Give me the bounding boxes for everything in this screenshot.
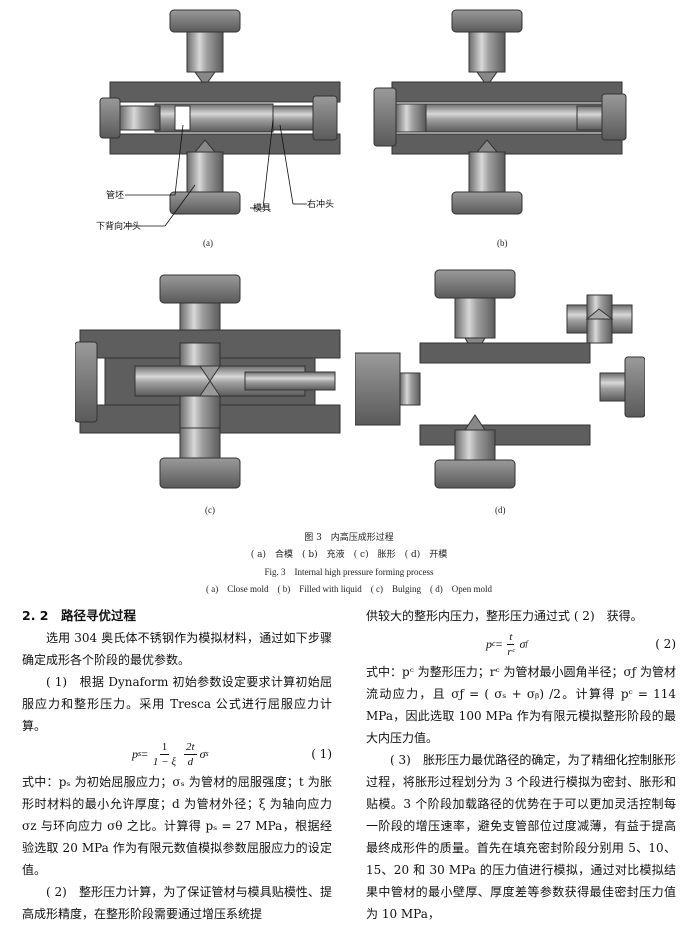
- caption-en-title: Fig. 3 Internal high pressure forming pr…: [264, 567, 434, 577]
- eq1-lhs: p: [132, 747, 138, 761]
- eq2-frac-den: rᶜ: [507, 645, 515, 658]
- right-paragraph-2: 式中：pᶜ 为整形压力；rᶜ 为管材最小圆角半径；σƒ 为管材流动应力，且 σƒ…: [366, 665, 676, 745]
- eq2-number: ( 2): [655, 637, 676, 651]
- caption-en-sub: ( a) Close mold ( b) Filled with liquid …: [206, 584, 492, 594]
- figure-c: [75, 274, 341, 489]
- eq1-equals: =: [141, 747, 148, 761]
- left-column: 2. 2 路径寻优过程 选用 304 奥氏体不锈钢作为模拟材料，通过如下步骤确定…: [22, 605, 332, 925]
- callout-right-punch: 右冲头: [307, 200, 335, 210]
- eq1-frac2-den: d: [187, 755, 194, 768]
- caption-cn-sub: ( a) 合模 ( b) 充液 ( c) 胀形 ( d) 开模: [250, 550, 448, 560]
- caption-cn-title: 图 3 内高压成形过程: [304, 533, 394, 543]
- eq1-number: ( 1): [311, 747, 332, 761]
- eq2-lhs: p: [486, 637, 492, 651]
- eq1-rhs: σ: [199, 747, 206, 761]
- eq1-rhs-sub: s: [205, 749, 209, 758]
- left-paragraph-3: 式中：pₛ 为初始屈服应力；σₛ 为管材的屈服强度；t 为胀形时材料的最小允许厚…: [22, 775, 332, 877]
- figure-b: [373, 9, 627, 215]
- eq1-frac1-den: 1 − ξ: [152, 755, 177, 768]
- eq1-frac2-num: 2t: [184, 740, 197, 755]
- right-paragraph-1: 供较大的整形内压力，整形压力通过式 ( 2) 获得。: [366, 609, 643, 623]
- left-paragraph-1: 选用 304 奥氏体不锈钢作为模拟材料，通过如下步骤确定成形各个阶段的最优参数。: [22, 631, 332, 667]
- eq1-lhs-sub: s: [138, 749, 142, 758]
- section-heading: 2. 2 路径寻优过程: [22, 608, 136, 623]
- eq2-equals: =: [495, 637, 503, 651]
- figure-a-label: (a): [203, 238, 213, 248]
- eq1-frac1-num: 1: [159, 740, 170, 755]
- figure-c-label: (c): [205, 505, 215, 515]
- figure-d-label: (d): [495, 505, 506, 515]
- left-paragraph-2: ( 1) 根据 Dynaform 初始参数设定要求计算初始屈服应力和整形压力。采…: [22, 675, 332, 733]
- callout-die: 模具: [253, 204, 272, 214]
- eq2-rhs: σ: [519, 637, 526, 651]
- eq2-rhs-sub: f: [525, 639, 528, 648]
- eq2-frac-num: t: [507, 630, 515, 645]
- eq2-lhs-sub: c: [492, 639, 496, 648]
- figure-d: [355, 269, 645, 489]
- figure-a: [99, 9, 341, 227]
- callout-lower-punch: 下背向冲头: [96, 222, 142, 232]
- right-paragraph-3: ( 3) 胀形压力最优路径的确定，为了精细化控制胀形过程，将胀形过程划分为 3 …: [366, 753, 676, 921]
- left-paragraph-4: ( 2) 整形压力计算，为了保证管材与模具贴模性、提高成形精度，在整形阶段需要通…: [22, 885, 332, 921]
- figure-b-label: (b): [497, 238, 508, 248]
- callout-tube-blank: 管坯: [106, 191, 125, 201]
